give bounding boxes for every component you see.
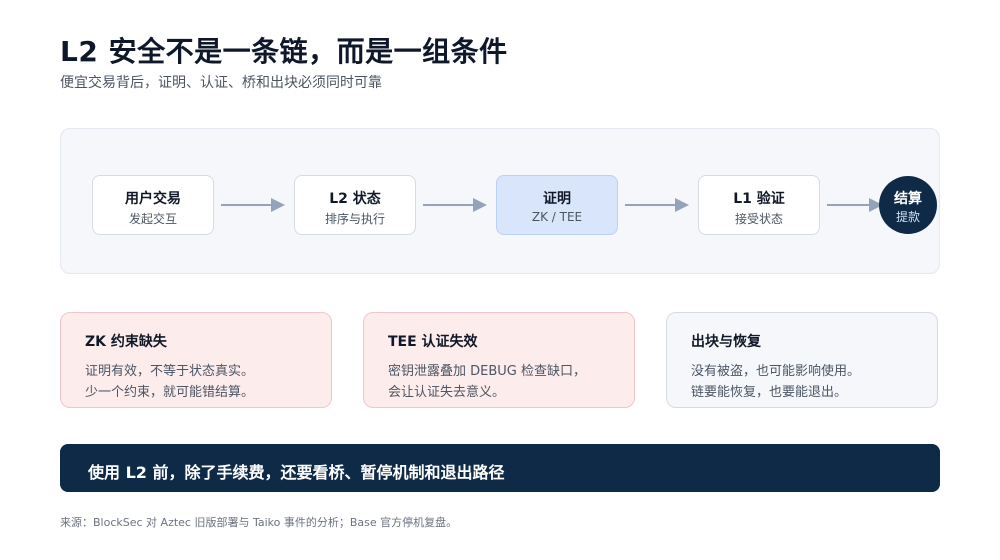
source-note: 来源：BlockSec 对 Aztec 旧版部署与 Taiko 事件的分析；Ba… <box>60 516 458 529</box>
flow-step-proof: 证明 ZK / TEE <box>496 175 618 235</box>
card-title: 出块与恢复 <box>691 334 761 350</box>
flow-step-user-tx: 用户交易 发起交互 <box>92 175 214 235</box>
flow-step-title: 用户交易 <box>125 191 181 207</box>
risk-card-tee: TEE 认证失效 密钥泄露叠加 DEBUG 检查缺口， 会让认证失去意义。 <box>363 312 635 408</box>
page-title: L2 安全不是一条链，而是一组条件 <box>60 35 508 68</box>
arrow-right-icon <box>221 197 287 213</box>
flow-end-settlement: 结算 提款 <box>879 176 937 234</box>
flow-step-sub: 排序与执行 <box>324 212 385 226</box>
flow-step-title: L1 验证 <box>733 191 785 207</box>
card-title: TEE 认证失效 <box>388 334 478 350</box>
arrow-right-icon <box>625 197 691 213</box>
risk-card-zk: ZK 约束缺失 证明有效，不等于状态真实。 少一个约束，就可能错结算。 <box>60 312 332 408</box>
page-subtitle: 便宜交易背后，证明、认证、桥和出块必须同时可靠 <box>60 75 382 91</box>
flow-end-sub: 提款 <box>895 210 920 224</box>
flow-step-sub: 接受状态 <box>734 212 783 226</box>
flow-step-title: L2 状态 <box>329 191 381 207</box>
flow-step-l2-state: L2 状态 排序与执行 <box>294 175 416 235</box>
card-line: 少一个约束，就可能错结算。 <box>85 385 255 400</box>
flow-end-title: 结算 <box>894 191 922 207</box>
flow-step-l1-verify: L1 验证 接受状态 <box>698 175 820 235</box>
card-line: 没有被盗，也可能影响使用。 <box>691 364 861 379</box>
takeaway-text: 使用 L2 前，除了手续费，还要看桥、暂停机制和退出路径 <box>88 463 505 482</box>
card-line: 链要能恢复，也要能退出。 <box>691 385 848 400</box>
arrow-right-icon <box>423 197 489 213</box>
card-line: 会让认证失去意义。 <box>388 385 506 400</box>
card-line: 密钥泄露叠加 DEBUG 检查缺口， <box>388 364 586 379</box>
risk-card-liveness: 出块与恢复 没有被盗，也可能影响使用。 链要能恢复，也要能退出。 <box>666 312 938 408</box>
flow-step-title: 证明 <box>543 191 571 207</box>
flow-step-sub: ZK / TEE <box>531 210 583 224</box>
card-line: 证明有效，不等于状态真实。 <box>85 364 255 379</box>
flow-step-sub: 发起交互 <box>128 212 177 226</box>
flow-panel: 用户交易 发起交互 L2 状态 排序与执行 证明 ZK / TEE L1 验证 … <box>60 128 940 274</box>
arrow-right-icon <box>827 197 885 213</box>
takeaway-banner: 使用 L2 前，除了手续费，还要看桥、暂停机制和退出路径 <box>60 444 940 492</box>
card-title: ZK 约束缺失 <box>85 334 167 350</box>
